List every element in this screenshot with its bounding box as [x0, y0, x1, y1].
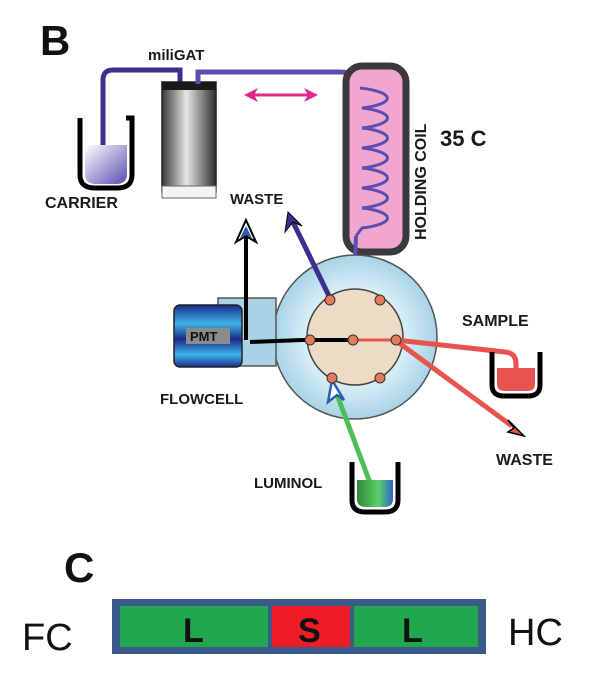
sample-label: SAMPLE	[462, 313, 529, 330]
holding-coil	[342, 62, 410, 256]
holding-coil-label: HOLDING COIL	[413, 123, 430, 240]
hc-label: HC	[508, 612, 563, 654]
waste-top-label: WASTE	[230, 191, 283, 208]
miligat-label: miliGAT	[148, 47, 204, 64]
temperature-label: 35 C	[440, 126, 487, 151]
waste-right-label: WASTE	[496, 452, 553, 469]
waste-top-tube	[284, 210, 333, 300]
sample-beaker	[489, 352, 543, 399]
valve-center-port	[347, 334, 359, 346]
pmt-detector	[173, 304, 243, 368]
valve-port	[304, 334, 316, 346]
segment-luminol-left	[120, 606, 268, 647]
pmt-label: PMT	[190, 329, 218, 344]
waste-right-tube	[393, 337, 527, 438]
luminol-beaker	[349, 462, 401, 515]
segment-bar	[112, 599, 486, 654]
carrier-label: CARRIER	[45, 195, 118, 212]
segment-label: L	[183, 612, 204, 650]
fc-label: FC	[22, 617, 73, 659]
panel-c-letter: C	[64, 544, 94, 591]
valve-ports	[304, 294, 402, 384]
carrier-beaker	[77, 115, 135, 191]
segment-label: S	[298, 612, 321, 650]
luminol-label: LUMINOL	[254, 475, 322, 492]
valve-port	[374, 372, 386, 384]
valve-port	[324, 294, 336, 306]
flowcell-label: FLOWCELL	[160, 391, 243, 408]
pump-to-coil-tube	[195, 69, 361, 89]
panel-b-letter: B	[40, 17, 70, 64]
luminol-tube	[326, 376, 375, 489]
valve-port	[374, 294, 386, 306]
carrier-tube	[100, 67, 183, 160]
sample-tube	[395, 337, 519, 378]
segment-sample	[272, 606, 350, 647]
valve-port	[326, 372, 338, 384]
bidirectional-arrow-icon	[244, 88, 318, 102]
segment-luminol-right	[354, 606, 478, 647]
valve-to-flowcell-line	[249, 338, 352, 344]
flowcell-outlet-line	[233, 217, 259, 340]
valve-port	[390, 334, 402, 346]
segment-label: L	[402, 612, 423, 650]
miligat-pump	[161, 81, 217, 199]
